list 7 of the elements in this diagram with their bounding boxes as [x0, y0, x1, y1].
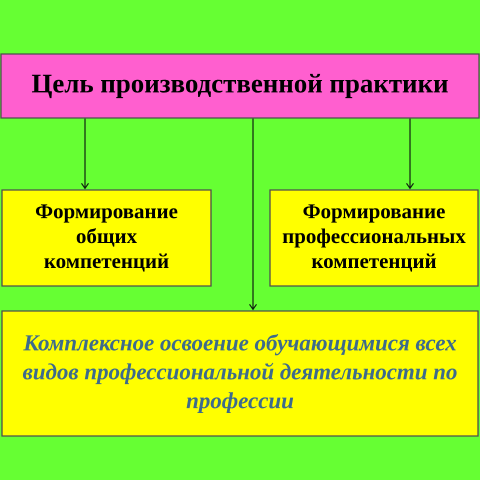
text-box: Формирование профессиональных компетенций [269, 189, 479, 287]
arrow [81, 118, 89, 190]
text-box: Комплексное освоение обучающимися всех видов профессиональной деятельности по профессии [1, 310, 479, 437]
arrow [406, 118, 414, 190]
text-box: Формирование общих компетенций [1, 189, 212, 287]
header-band: Цель производственной практики [0, 53, 480, 119]
arrow [249, 118, 257, 310]
